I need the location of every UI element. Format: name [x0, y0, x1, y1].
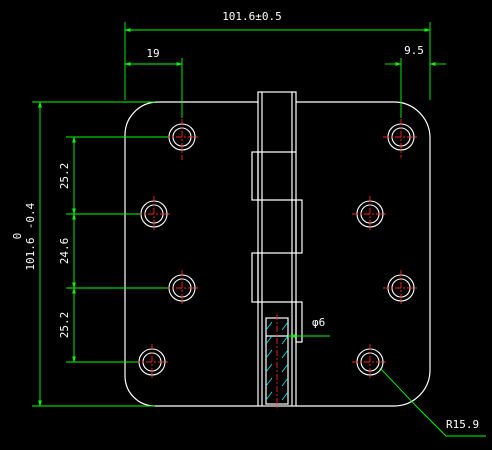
- corner-radius-label: R15.9: [446, 418, 479, 431]
- overall-height-label: 101.6: [24, 237, 37, 270]
- knuckle-segments: [251, 151, 303, 343]
- hole-centerlines: [134, 119, 419, 408]
- spacing-top-label: 25.2: [58, 163, 71, 190]
- pin-hatching: [265, 321, 289, 401]
- hole-offset-right-label: 9.5: [404, 44, 424, 57]
- left-leaf-outline: [124, 101, 258, 407]
- overall-height-tol-lower: -0.4: [24, 202, 37, 229]
- leader-corner-radius: [379, 367, 486, 437]
- spacing-mid-label: 24.6: [58, 238, 71, 265]
- hole-offset-left-label: 19: [146, 47, 159, 60]
- pin-diameter-label: φ6: [312, 316, 325, 329]
- right-leaf-outline: [296, 101, 431, 407]
- spacing-bottom-label: 25.2: [58, 312, 71, 339]
- overall-width-label: 101.6±0.5: [222, 10, 282, 23]
- overall-height-tol-upper: 0: [11, 233, 24, 240]
